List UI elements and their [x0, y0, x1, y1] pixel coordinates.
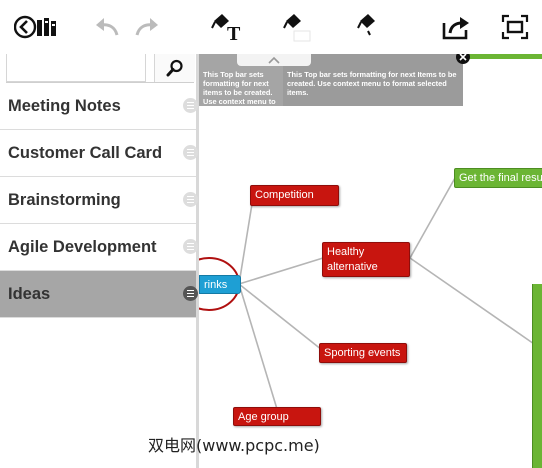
- connector-line: [238, 257, 324, 285]
- mindmap-node-offscreen[interactable]: [532, 284, 542, 468]
- node-label: Get the final resu: [459, 172, 542, 184]
- line-format-button[interactable]: [356, 10, 392, 44]
- connector-line: [238, 283, 323, 351]
- sidebar-item-agile-development[interactable]: Agile Development: [0, 224, 198, 271]
- reorder-handle-icon[interactable]: [183, 239, 198, 254]
- share-button[interactable]: [440, 10, 472, 44]
- sidebar-item-label: Agile Development: [8, 238, 157, 256]
- chevron-up-icon: [268, 56, 280, 64]
- mindmap-node-final-result[interactable]: Get the final resu: [454, 168, 542, 188]
- node-label: rinks: [204, 279, 228, 291]
- connector-line: [409, 257, 538, 347]
- mindmap-node-age-group[interactable]: Age group: [233, 407, 321, 426]
- undo-icon: [96, 18, 119, 36]
- undo-button[interactable]: [92, 10, 122, 44]
- reorder-handle-icon[interactable]: [183, 286, 198, 301]
- mindmap-canvas[interactable]: This Top bar sets formatting for next it…: [199, 54, 542, 468]
- format-tooltip: This Top bar sets formatting for next It…: [283, 54, 463, 106]
- search-bar: [6, 54, 195, 83]
- mindmap-node-healthy-alternative[interactable]: Healthy alternative: [322, 242, 410, 277]
- watermark-text: 双电网(www.pcpc.me): [148, 436, 320, 455]
- sidebar-item-customer-call-card[interactable]: Customer Call Card: [0, 130, 198, 177]
- node-label: Age group: [238, 411, 289, 423]
- reorder-handle-icon[interactable]: [183, 145, 198, 160]
- connector-lines: [199, 177, 538, 410]
- sidebar-item-label: Brainstorming: [8, 191, 121, 209]
- redo-button[interactable]: [132, 10, 162, 44]
- search-button[interactable]: [154, 54, 195, 82]
- sidebar-item-meeting-notes[interactable]: Meeting Notes: [0, 83, 198, 130]
- connector-line: [409, 177, 456, 259]
- sidebar-item-brainstorming[interactable]: Brainstorming: [0, 177, 198, 224]
- node-label: Competition: [255, 189, 314, 201]
- fit-screen-icon: [501, 14, 529, 40]
- reorder-handle-icon[interactable]: [183, 98, 198, 113]
- back-to-list-button[interactable]: [14, 10, 62, 44]
- mindmap-root-node[interactable]: rinks: [199, 275, 241, 294]
- sidebar-item-label: Meeting Notes: [8, 97, 121, 115]
- tooltip-text: This Top bar sets formatting for next it…: [203, 70, 276, 106]
- sidebar-item-ideas[interactable]: Ideas: [0, 271, 198, 318]
- search-icon: [166, 59, 183, 77]
- sidebar-item-label: Customer Call Card: [8, 144, 163, 162]
- paint-bucket-fill-icon: [283, 14, 311, 42]
- tooltip-text: This Top bar sets formatting for next It…: [287, 70, 457, 97]
- connector-line: [238, 203, 253, 285]
- redo-icon: [135, 18, 158, 36]
- tooltip-close-button[interactable]: [456, 54, 470, 64]
- node-label: Healthy alternative: [327, 246, 378, 273]
- search-input[interactable]: [6, 54, 146, 82]
- connector-line: [238, 283, 278, 410]
- top-toolbar: T: [0, 0, 542, 55]
- text-format-button[interactable]: T: [210, 10, 246, 44]
- mindmap-node-sporting-events[interactable]: Sporting events: [319, 343, 407, 363]
- fit-view-button[interactable]: [500, 10, 530, 44]
- sidebar-item-label: Ideas: [8, 285, 51, 303]
- tooltip-collapse-tab[interactable]: [237, 54, 311, 66]
- back-list-icon: [14, 15, 56, 39]
- share-icon: [442, 17, 469, 40]
- fill-format-button[interactable]: [280, 10, 316, 44]
- document-sidebar: Meeting Notes Customer Call Card Brainst…: [0, 54, 199, 468]
- paint-bucket-text-icon: T: [211, 14, 241, 43]
- close-icon: [459, 54, 467, 61]
- node-label: Sporting events: [324, 347, 401, 359]
- paint-bucket-line-icon: [357, 14, 375, 36]
- svg-text:T: T: [227, 23, 241, 43]
- reorder-handle-icon[interactable]: [183, 192, 198, 207]
- mindmap-node-competition[interactable]: Competition: [250, 185, 339, 206]
